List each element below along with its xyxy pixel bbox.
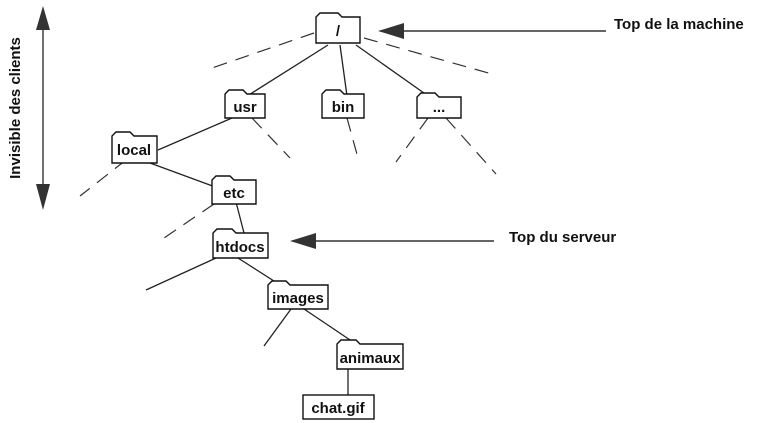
edge-root-usr <box>243 44 329 99</box>
tree-edges <box>145 44 432 395</box>
file-label: chat.gif <box>311 400 365 417</box>
edge-local-etc <box>149 162 219 189</box>
hidden-branch <box>363 37 493 75</box>
folder-icon <box>321 89 365 119</box>
hidden-branches <box>79 32 497 239</box>
folder-icon <box>267 280 329 310</box>
edge-htdocs-left <box>145 257 217 291</box>
folder-bin: bin <box>321 89 365 119</box>
edge-usr-local <box>157 117 233 151</box>
folder-more: ... <box>416 92 462 119</box>
file-icon <box>302 394 375 420</box>
folder-images: images <box>267 280 329 310</box>
invisible-zone-indicator: Invisible des clients <box>7 6 50 210</box>
folder-label-root: / <box>336 23 341 40</box>
folder-animaux: animaux <box>336 339 404 370</box>
server-top-pointer: Top du serveur <box>290 229 616 249</box>
folder-htdocs: htdocs <box>212 228 269 259</box>
hidden-branch <box>251 117 291 159</box>
hidden-branch <box>211 32 315 69</box>
hidden-branch <box>163 203 215 239</box>
folder-root: / <box>315 12 361 44</box>
folder-local: local <box>111 131 158 164</box>
folder-icon <box>336 339 404 370</box>
arrowhead-up-icon <box>36 6 50 30</box>
folder-label-htdocs: htdocs <box>215 239 264 256</box>
folder-icon <box>111 131 158 164</box>
folder-icon <box>315 12 361 44</box>
server-top-label: Top du serveur <box>509 229 616 246</box>
hidden-branch <box>445 117 497 175</box>
folder-etc: etc <box>211 175 257 205</box>
folder-label-more: ... <box>433 99 446 116</box>
folder-label-bin: bin <box>332 99 355 116</box>
hidden-branch <box>346 117 359 159</box>
arrowhead-left-icon <box>290 233 316 249</box>
edge-images-left <box>263 308 292 347</box>
edge-root-bin <box>339 44 348 97</box>
edge-root-more <box>355 44 432 99</box>
machine-top-label: Top de la machine <box>614 16 744 33</box>
folder-icon <box>416 92 462 119</box>
folder-icon <box>211 175 257 205</box>
hidden-branch <box>395 117 429 163</box>
arrowhead-down-icon <box>36 184 50 210</box>
arrowhead-left-icon <box>378 23 404 39</box>
folder-usr: usr <box>224 89 266 119</box>
edge-etc-htdocs <box>235 201 245 234</box>
hidden-branch <box>79 159 127 197</box>
folder-label-images: images <box>272 290 324 307</box>
folder-label-animaux: animaux <box>340 350 402 367</box>
folder-label-etc: etc <box>223 185 245 202</box>
folder-label-usr: usr <box>233 99 257 116</box>
invisible-label: Invisible des clients <box>7 37 24 179</box>
folder-icon <box>212 228 269 259</box>
folder-label-local: local <box>117 142 151 159</box>
file-chat-gif: chat.gif <box>302 394 375 420</box>
folder-icon <box>224 89 266 119</box>
machine-top-pointer: Top de la machine <box>378 16 744 39</box>
